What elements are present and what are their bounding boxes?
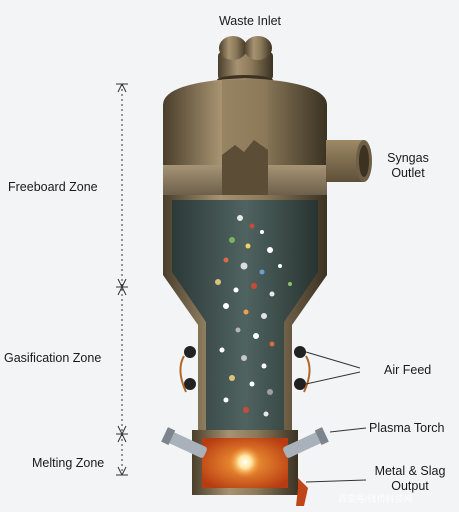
freeboard-zone-label: Freeboard Zone [8, 180, 98, 194]
plasma-torches [161, 427, 329, 458]
zone-dimension-lines [116, 83, 128, 476]
gasification-zone-label: Gasification Zone [4, 351, 102, 365]
watermark: 百家号/钱桥科技网 [338, 494, 413, 504]
melting-zone-label: Melting Zone [32, 456, 105, 470]
metal-slag-label-line2: Output [391, 479, 429, 493]
syngas-outlet-label-line2: Outlet [391, 166, 425, 180]
syngas-outlet-pipe [326, 140, 372, 182]
plasma-torch-label: Plasma Torch [369, 421, 445, 435]
melting-hearth [192, 430, 298, 495]
waste-inlet-label: Waste Inlet [218, 14, 282, 28]
feed-chute [222, 80, 268, 195]
air-feed-label: Air Feed [384, 363, 432, 377]
slag-outlet [296, 478, 308, 506]
callout-lines [305, 351, 367, 483]
syngas-outlet-label: Syngas Outlet [372, 151, 444, 181]
waste-particles [215, 215, 292, 417]
metal-slag-output-label: Metal & Slag Output [365, 464, 455, 494]
waste-inlet-pipe [217, 36, 273, 85]
syngas-outlet-label-line1: Syngas [387, 151, 429, 165]
metal-slag-label-line1: Metal & Slag [374, 464, 446, 478]
air-feed-nozzles [179, 346, 311, 393]
